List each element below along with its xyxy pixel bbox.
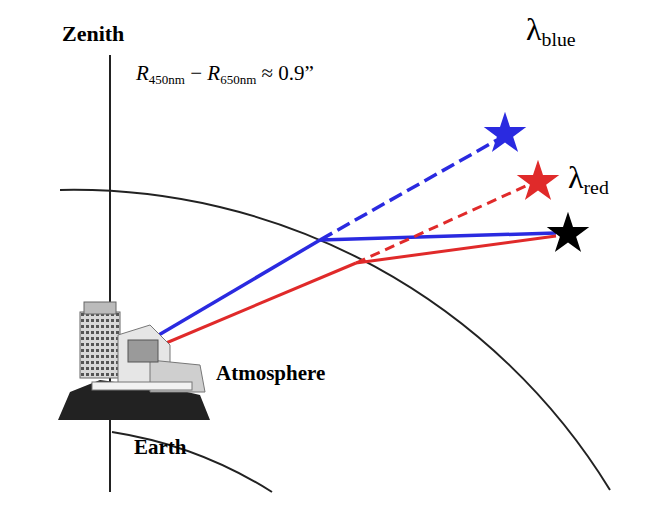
red-star — [517, 160, 559, 200]
red-ray — [140, 263, 356, 354]
source-star — [547, 212, 589, 252]
earth-surface — [112, 432, 272, 492]
mountain — [58, 380, 210, 420]
earth-label: Earth — [134, 436, 187, 459]
telescope — [58, 302, 210, 420]
red-apparent-ray — [356, 185, 528, 263]
red-wavelength-label: λred — [568, 160, 609, 199]
blue-apparent-ray — [320, 140, 497, 240]
blue-star — [484, 112, 526, 152]
platform — [92, 382, 192, 390]
atmosphere-label: Atmosphere — [216, 362, 325, 385]
building-roof — [84, 302, 116, 314]
zenith-axis — [109, 55, 111, 492]
blue-ray — [320, 233, 556, 240]
atmosphere-boundary — [60, 190, 610, 490]
telescope-tube — [128, 340, 158, 362]
building — [80, 312, 120, 378]
zenith-label: Zenith — [62, 22, 124, 46]
blue-wavelength-label: λblue — [526, 12, 576, 51]
blue-ray — [140, 240, 320, 346]
dispersion-formula: R450nm − R650nm ≈ 0.9” — [136, 62, 314, 87]
